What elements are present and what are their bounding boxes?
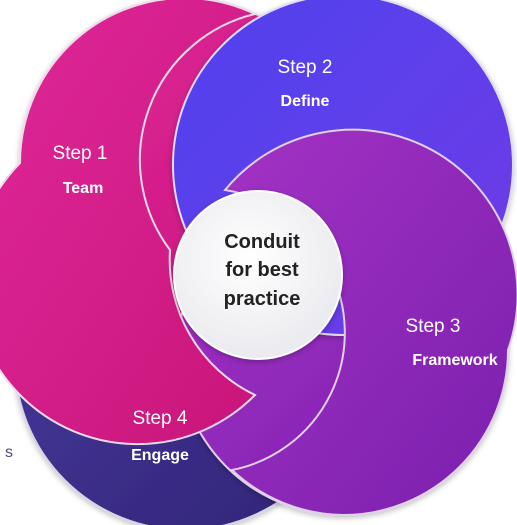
step-4-name: Engage — [131, 447, 189, 464]
center-title-line-3: practice — [224, 288, 301, 310]
step-2-name: Define — [281, 93, 330, 110]
center-title-line-1: Conduit — [224, 231, 300, 253]
step-1-label: Step 1 — [53, 143, 108, 164]
step-2-label: Step 2 — [278, 57, 333, 78]
center-circle — [173, 190, 343, 360]
center-title-line-2: for best — [225, 259, 299, 281]
step-3-name: Framework — [412, 352, 497, 369]
step-4-label: Step 4 — [133, 408, 188, 429]
step-3-swirl-overlap — [223, 128, 517, 517]
background-text-fragment: s — [5, 444, 13, 461]
step-1-name: Team — [63, 180, 104, 197]
step-3-label: Step 3 — [406, 316, 461, 337]
step-1-swirl-overlap — [0, 0, 258, 446]
